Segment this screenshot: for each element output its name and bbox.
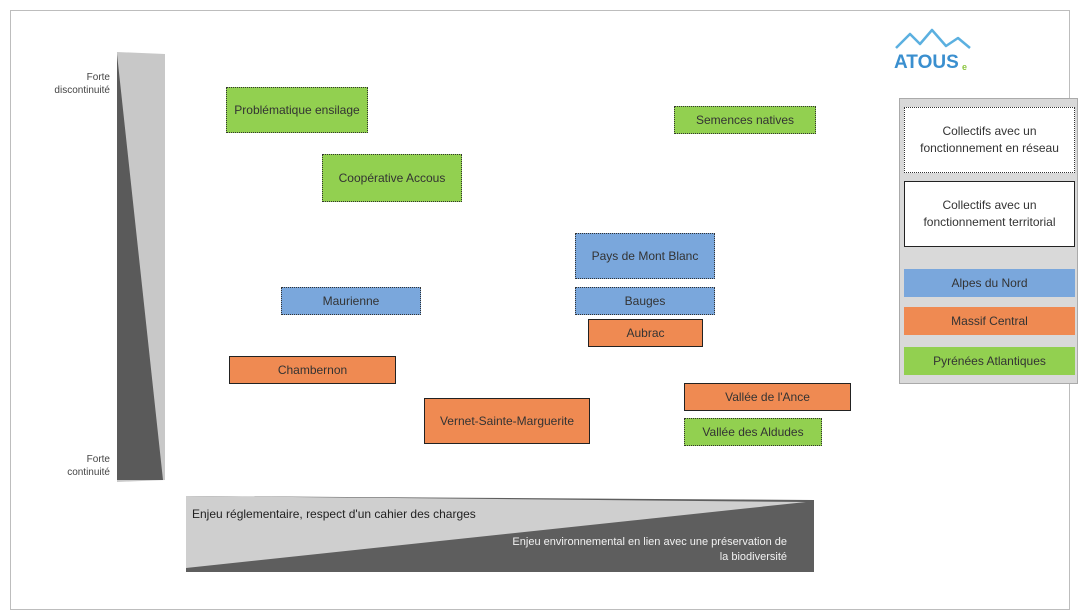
box-aubrac: Aubrac [588, 319, 703, 347]
vertical-axis-gradient [117, 52, 165, 482]
box-cooperative-accous: Coopérative Accous [322, 154, 462, 202]
horizontal-axis-left-label: Enjeu réglementaire, respect d'un cahier… [192, 507, 476, 521]
legend-panel: Collectifs avec un fonctionnement en rés… [899, 98, 1078, 384]
svg-text:ATOUS: ATOUS [894, 52, 959, 73]
vertical-axis-top-label: Forte discontinuité [54, 72, 110, 96]
legend-reseau: Collectifs avec un fonctionnement en rés… [904, 107, 1075, 173]
box-bauges: Bauges [575, 287, 715, 315]
horizontal-axis-gradient [186, 496, 814, 572]
box-problematique-ensilage: Problématique ensilage [226, 87, 368, 133]
box-chambernon: Chambernon [229, 356, 396, 384]
legend-territorial: Collectifs avec un fonctionnement territ… [904, 181, 1075, 247]
legend-alpes-du-nord: Alpes du Nord [904, 269, 1075, 297]
box-vernet-sainte-marguerite: Vernet-Sainte-Marguerite [424, 398, 590, 444]
box-vallee-de-lance: Vallée de l'Ance [684, 383, 851, 411]
vertical-axis-bottom-label: Forte continuité [67, 454, 110, 478]
box-pays-de-mont-blanc: Pays de Mont Blanc [575, 233, 715, 279]
atous-logo: ATOUS e [888, 26, 978, 74]
legend-pyrenees-atlantiques: Pyrénées Atlantiques [904, 347, 1075, 375]
box-vallee-des-aldudes: Vallée des Aldudes [684, 418, 822, 446]
legend-massif-central: Massif Central [904, 307, 1075, 335]
horizontal-axis-right-label: Enjeu environnemental en lien avec une p… [512, 536, 787, 564]
svg-text:e: e [962, 62, 967, 72]
box-maurienne: Maurienne [281, 287, 421, 315]
box-semences-natives: Semences natives [674, 106, 816, 134]
mountain-logo-icon: ATOUS e [894, 28, 971, 73]
